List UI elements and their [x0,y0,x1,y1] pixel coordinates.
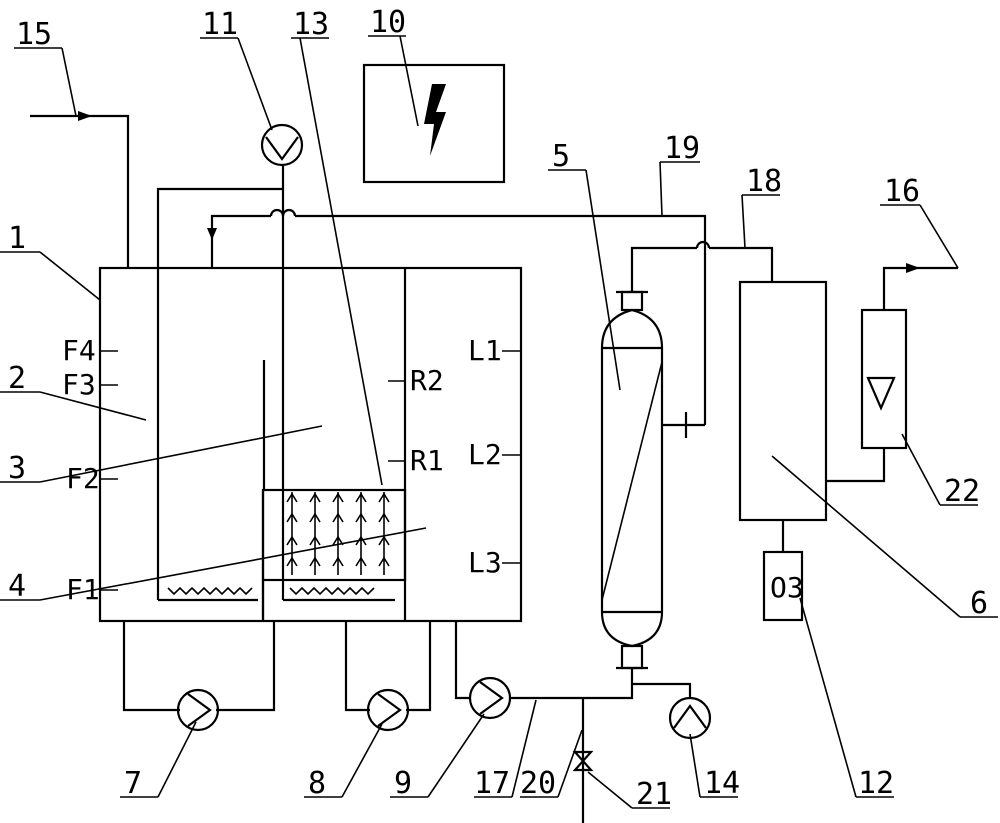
callout-2: 2 [8,361,26,396]
flowmeter-22 [860,263,958,450]
callout-11: 11 [202,7,238,42]
level-L2: L2 [468,438,502,471]
callout-19: 19 [664,131,700,166]
flowmeter-icon [866,376,896,411]
callout-21: 21 [636,777,672,812]
callout-15: 15 [16,17,52,52]
callout-18: 18 [746,164,782,199]
callout-6: 6 [970,586,988,621]
callout-numbers: 15 11 13 10 1 2 3 4 5 19 18 16 22 6 12 7… [8,5,988,812]
level-L3: L3 [468,546,502,579]
callout-22: 22 [944,474,980,509]
callout-5: 5 [552,139,570,174]
level-labels: F4 F3 F2 F1 R2 R1 L1 L2 L3 [62,334,502,606]
level-L1: L1 [468,334,502,367]
level-R1: R1 [410,444,444,477]
level-F3: F3 [62,368,96,401]
callout-12: 12 [858,766,894,801]
callout-9: 9 [394,766,412,801]
level-F4: F4 [62,334,96,367]
callout-4: 4 [8,569,26,604]
callout-20: 20 [520,766,556,801]
pump-7 [122,621,276,732]
pump-11 [260,123,304,167]
ozone-generator-6: O3 [738,280,886,622]
pump-9 [454,621,634,720]
valve-icon [572,750,594,772]
ozone-label: O3 [770,571,804,604]
drain-valve-21 [572,698,594,823]
line-18 [630,240,774,292]
level-R2: R2 [410,364,444,397]
bubble-arrows [286,492,390,575]
return-line-19 [207,208,707,425]
callout-3: 3 [8,451,26,486]
power-supply-icon [424,84,446,156]
callout-16: 16 [884,174,920,209]
leader-lines [0,35,998,809]
level-F2: F2 [66,462,100,495]
callout-8: 8 [308,766,326,801]
level-ticks [100,350,521,591]
inlet-line-15 [30,111,130,268]
callout-7: 7 [124,766,142,801]
callout-10: 10 [370,5,406,40]
bubble-aeration-icon [167,586,375,596]
level-F1: F1 [66,573,100,606]
callout-17: 17 [474,766,510,801]
pump-8 [344,621,432,732]
power-supply-10 [362,63,506,184]
callout-13: 13 [293,7,329,42]
callout-1: 1 [8,221,26,256]
pump-14 [632,682,712,740]
main-tank [98,165,523,623]
column-5 [600,290,705,670]
callout-14: 14 [704,766,740,801]
